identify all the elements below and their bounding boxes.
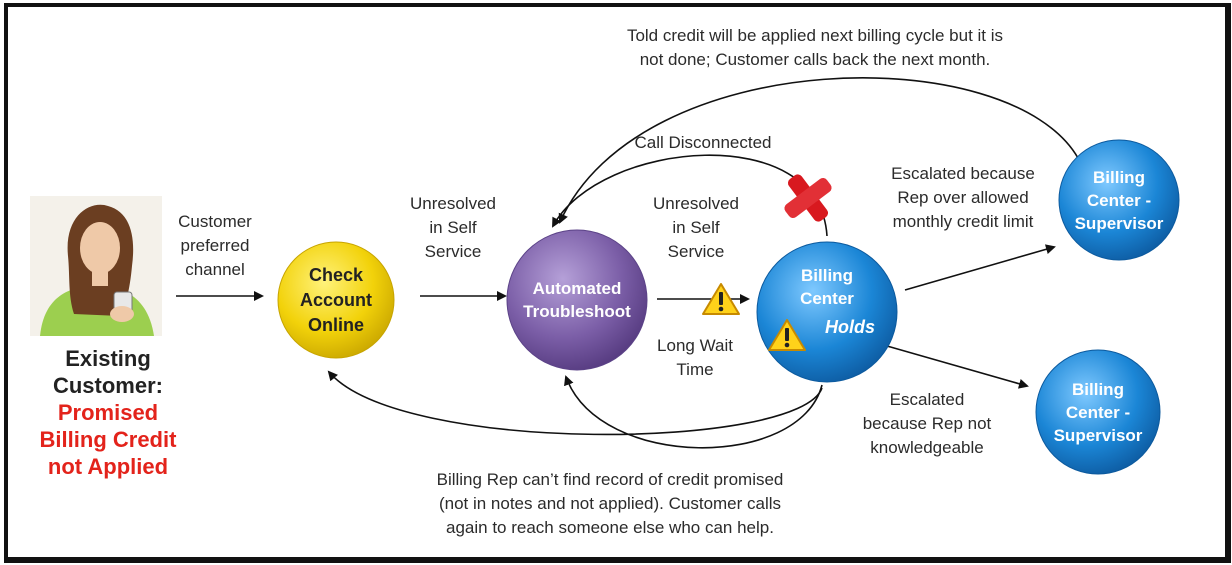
node-automated-line1: Automated [532, 279, 622, 298]
node-check-account-line1: Check [308, 264, 364, 285]
diagram-frame [4, 3, 1231, 563]
customer-issue-line1: Promised [57, 400, 159, 425]
node-check-account-line3: Online [307, 314, 364, 335]
label-long-wait-l2: Time [676, 360, 714, 379]
label-unresolved-2-l2: in Self [672, 218, 720, 237]
node-supervisor-bottom-line2: Center - [1065, 402, 1131, 422]
arrow-billing-to-supervisor-top [904, 244, 1056, 291]
label-escalated-limit-l2: Rep over allowed [897, 188, 1029, 207]
label-escalated-limit: Escalated because Rep over allowed month… [868, 162, 1058, 234]
arrow-billing-back-to-check [327, 370, 823, 436]
red-x-icon [784, 174, 832, 222]
label-unresolved-1: Unresolved in Self Service [393, 192, 513, 264]
label-unresolved-2-l3: Service [667, 242, 725, 261]
node-supervisor-top: Billing Center - Supervisor [1059, 140, 1179, 260]
label-preferred-channel-l3: channel [185, 260, 245, 279]
node-automated-line2: Troubleshoot [523, 302, 631, 321]
label-escalated-limit-l3: monthly credit limit [892, 212, 1034, 231]
customer-issue-line2: Billing Credit [39, 427, 177, 452]
label-call-disconnected: Call Disconnected [634, 133, 772, 152]
label-unresolved-1-l1: Unresolved [410, 194, 496, 213]
node-supervisor-bottom-circle [1035, 349, 1161, 475]
node-automated-circle [506, 229, 648, 371]
label-preferred-channel: Customer preferred channel [160, 210, 270, 282]
label-unresolved-2-l1: Unresolved [653, 194, 739, 213]
label-billing-rep-l1: Billing Rep can’t find record of credit … [436, 470, 784, 489]
person-photo [30, 196, 162, 336]
label-long-wait-l1: Long Wait [657, 336, 733, 355]
label-preferred-channel-l1: Customer [178, 212, 252, 231]
label-billing-rep-l3: again to reach someone else who can help… [446, 518, 774, 537]
node-billing-center-line2: Center [800, 289, 854, 308]
node-supervisor-top-circle [1058, 139, 1180, 261]
arrow-billing-to-supervisor-bottom [886, 345, 1029, 389]
label-billing-rep-l2: (not in notes and not applied). Customer… [438, 494, 782, 513]
customer-label: Existing Customer: Promised Billing Cred… [8, 345, 208, 480]
node-supervisor-bottom-line3: Supervisor [1053, 425, 1143, 445]
node-supervisor-top-line2: Center - [1086, 190, 1152, 210]
label-long-wait: Long Wait Time [640, 334, 750, 382]
node-billing-center-holds: Holds [824, 317, 875, 337]
customer-label-line2: Customer: [52, 373, 163, 398]
label-escalated-knowledge-l3: knowledgeable [870, 438, 984, 457]
label-told-credit-l2: not done; Customer calls back the next m… [639, 50, 991, 69]
node-supervisor-bottom: Billing Center - Supervisor [1036, 350, 1160, 474]
label-unresolved-2: Unresolved in Self Service [636, 192, 756, 264]
arrow-billing-back-to-automated [564, 375, 823, 449]
label-escalated-knowledge-l2: because Rep not [862, 414, 992, 433]
node-automated-troubleshoot: Automated Troubleshoot [507, 230, 647, 370]
label-told-credit: Told credit will be applied next billing… [540, 24, 1090, 72]
node-check-account: Check Account Online [278, 242, 394, 358]
label-unresolved-1-l2: in Self [429, 218, 477, 237]
customer-label-line1: Existing [65, 346, 151, 371]
node-supervisor-top-line3: Supervisor [1074, 213, 1164, 233]
label-escalated-limit-l1: Escalated because [891, 164, 1035, 183]
node-billing-center-line1: Billing [801, 266, 853, 285]
warning-icon [702, 283, 740, 315]
arrow-supervisor-back-to-automated [558, 77, 1079, 224]
customer-issue-line3: not Applied [47, 454, 169, 479]
warning-icon [768, 319, 806, 351]
label-told-credit-l1: Told credit will be applied next billing… [626, 26, 1004, 45]
node-supervisor-bottom-line1: Billing [1072, 379, 1124, 399]
node-supervisor-top-line1: Billing [1093, 167, 1145, 187]
label-preferred-channel-l2: preferred [180, 236, 250, 255]
label-escalated-knowledge: Escalated because Rep not knowledgeable [852, 388, 1002, 460]
label-escalated-knowledge-l1: Escalated [889, 390, 965, 409]
label-billing-rep: Billing Rep can’t find record of credit … [385, 468, 835, 540]
node-billing-center: Billing Center Holds [757, 242, 897, 382]
node-check-account-line2: Account [300, 289, 372, 310]
label-unresolved-1-l3: Service [424, 242, 482, 261]
node-check-account-circle [277, 241, 395, 359]
